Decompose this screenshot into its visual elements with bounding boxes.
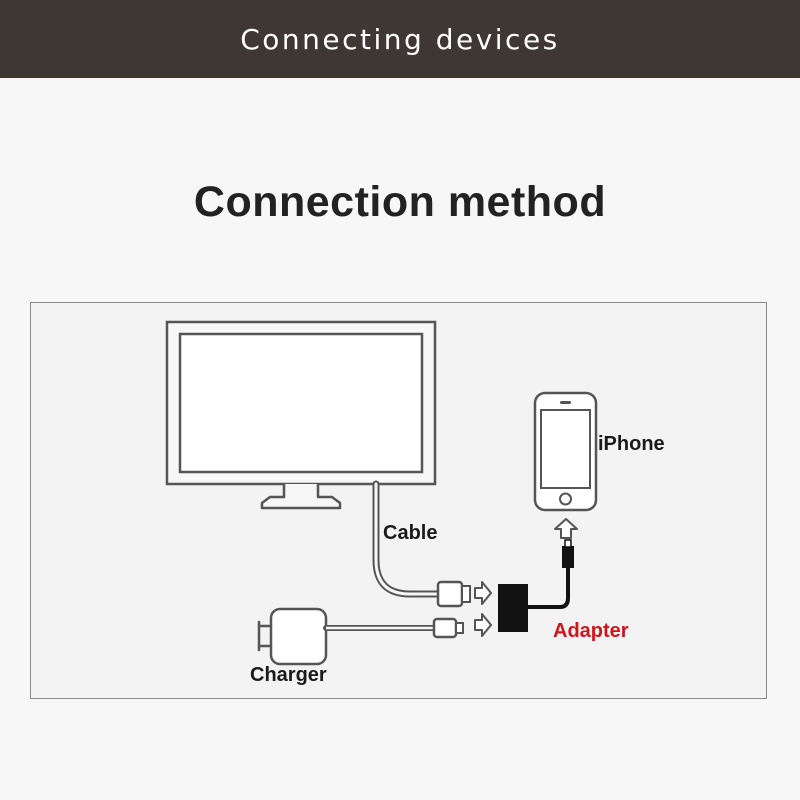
header-title: Connecting devices xyxy=(240,22,560,56)
cable-label: Cable xyxy=(383,522,438,544)
adapter-label: Adapter xyxy=(553,620,629,642)
arrow-right-icon xyxy=(474,581,492,605)
iphone-icon xyxy=(533,391,598,512)
monitor-icon xyxy=(165,320,437,510)
arrow-up-icon xyxy=(554,518,578,539)
page-title: Connection method xyxy=(193,178,607,226)
cable-icon xyxy=(372,480,471,608)
charger-label: Charger xyxy=(250,664,327,686)
adapter-icon xyxy=(498,539,574,632)
iphone-label: iPhone xyxy=(598,433,665,455)
charger-icon xyxy=(257,607,464,666)
header-bar: Connecting devices xyxy=(0,0,800,78)
arrow-right-icon xyxy=(474,613,492,637)
